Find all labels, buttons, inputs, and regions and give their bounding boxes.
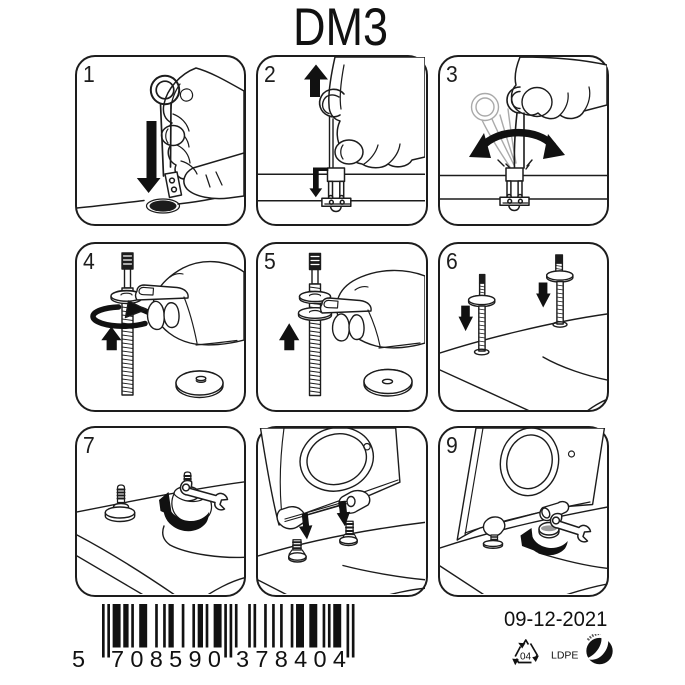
svg-text:04: 04 [520, 652, 532, 663]
svg-text:LDPE: LDPE [551, 650, 578, 662]
